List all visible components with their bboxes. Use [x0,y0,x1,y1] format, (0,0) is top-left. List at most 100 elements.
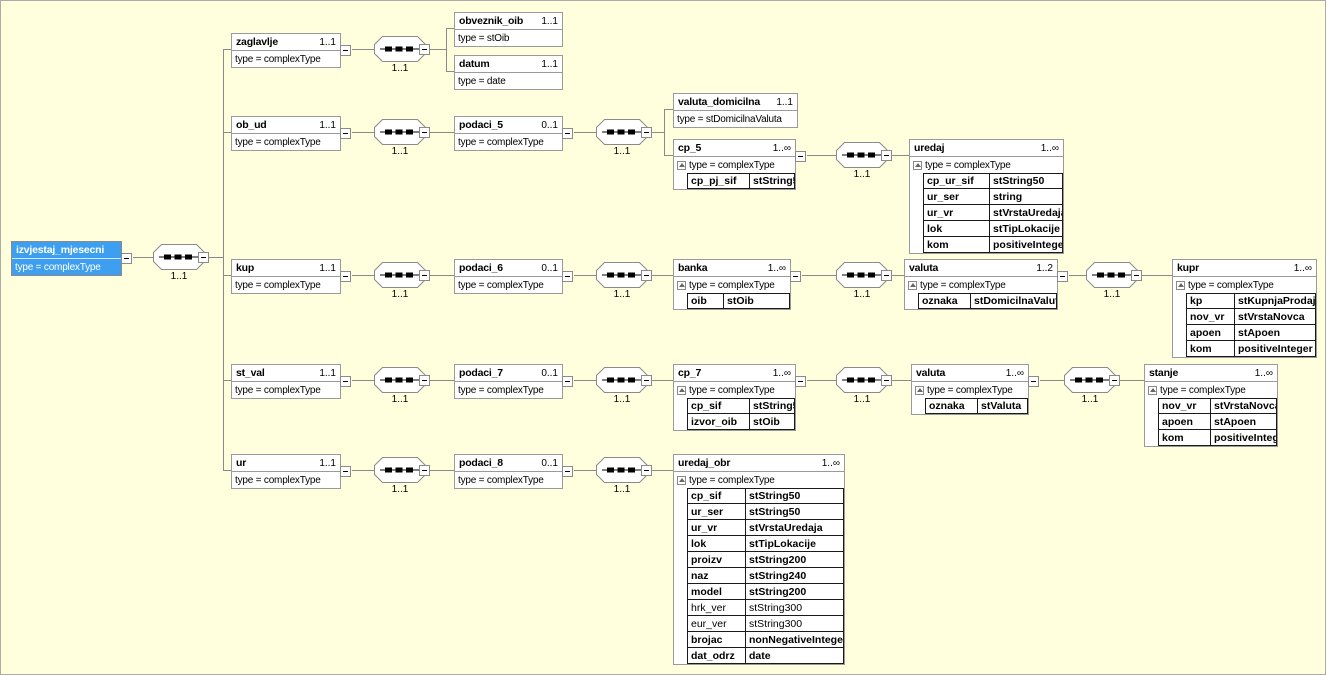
collapse-icon[interactable] [340,466,351,477]
sequence-compositor[interactable]: 1..1 [374,36,430,74]
attributes-expand-icon[interactable] [1176,280,1185,290]
sequence-compositor[interactable]: 1..1 [374,262,430,300]
collapse-icon[interactable] [419,270,430,281]
collapse-icon[interactable] [881,270,892,281]
collapse-icon[interactable] [562,376,573,387]
collapse-icon[interactable] [795,376,806,387]
sequence-compositor[interactable]: 1..1 [374,457,430,495]
attributes-expand-icon[interactable] [915,385,924,395]
collapse-icon[interactable] [881,150,892,161]
collapse-icon[interactable] [121,253,132,264]
sequence-compositor[interactable]: 1..1 [836,367,892,405]
attributes-expand-icon[interactable] [677,280,686,290]
sequence-compositor[interactable]: 1..1 [1086,262,1142,300]
collapse-icon[interactable] [419,375,430,386]
attributes-expand-icon[interactable] [908,280,917,290]
collapse-icon[interactable] [340,128,351,139]
collapse-icon[interactable] [198,252,209,263]
collapse-icon[interactable] [419,465,430,476]
sequence-compositor[interactable]: 1..1 [374,367,430,405]
collapse-icon[interactable] [790,271,801,282]
collapse-icon[interactable] [562,466,573,477]
attributes-expand-icon[interactable] [677,385,686,395]
collapse-icon[interactable] [562,271,573,282]
collapse-icon[interactable] [795,151,806,162]
attributes-expand-icon[interactable] [677,160,686,170]
collapse-icon[interactable] [881,375,892,386]
attributes-expand-icon[interactable] [913,160,922,170]
collapse-icon[interactable] [1057,271,1068,282]
sequence-compositor[interactable]: 1..1 [836,262,892,300]
collapse-icon[interactable] [340,271,351,282]
sequence-compositor[interactable]: 1..1 [596,262,652,300]
collapse-icon[interactable] [1131,270,1142,281]
collapse-icon[interactable] [340,45,351,56]
sequence-compositor[interactable]: 1..1 [836,142,892,180]
sequence-compositor[interactable]: 1..1 [596,367,652,405]
collapse-icon[interactable] [1109,375,1120,386]
attributes-expand-icon[interactable] [1148,385,1157,395]
attributes-expand-icon[interactable] [677,475,686,485]
collapse-icon[interactable] [340,376,351,387]
element-izvjestaj_mjesecni[interactable]: izvjestaj_mjesecni type = complexType [11,241,132,276]
collapse-icon[interactable] [641,127,652,138]
sequence-compositor[interactable]: 1..1 [596,119,652,157]
collapse-icon[interactable] [641,465,652,476]
collapse-icon[interactable] [562,128,573,139]
collapse-icon[interactable] [419,127,430,138]
sequence-compositor[interactable]: 1..1 [1064,367,1120,405]
sequence-compositor[interactable]: 1..1 [374,119,430,157]
collapse-icon[interactable] [1028,376,1039,387]
sequence-compositor[interactable]: 1..1 [153,244,209,282]
collapse-icon[interactable] [641,375,652,386]
sequence-compositor[interactable]: 1..1 [596,457,652,495]
